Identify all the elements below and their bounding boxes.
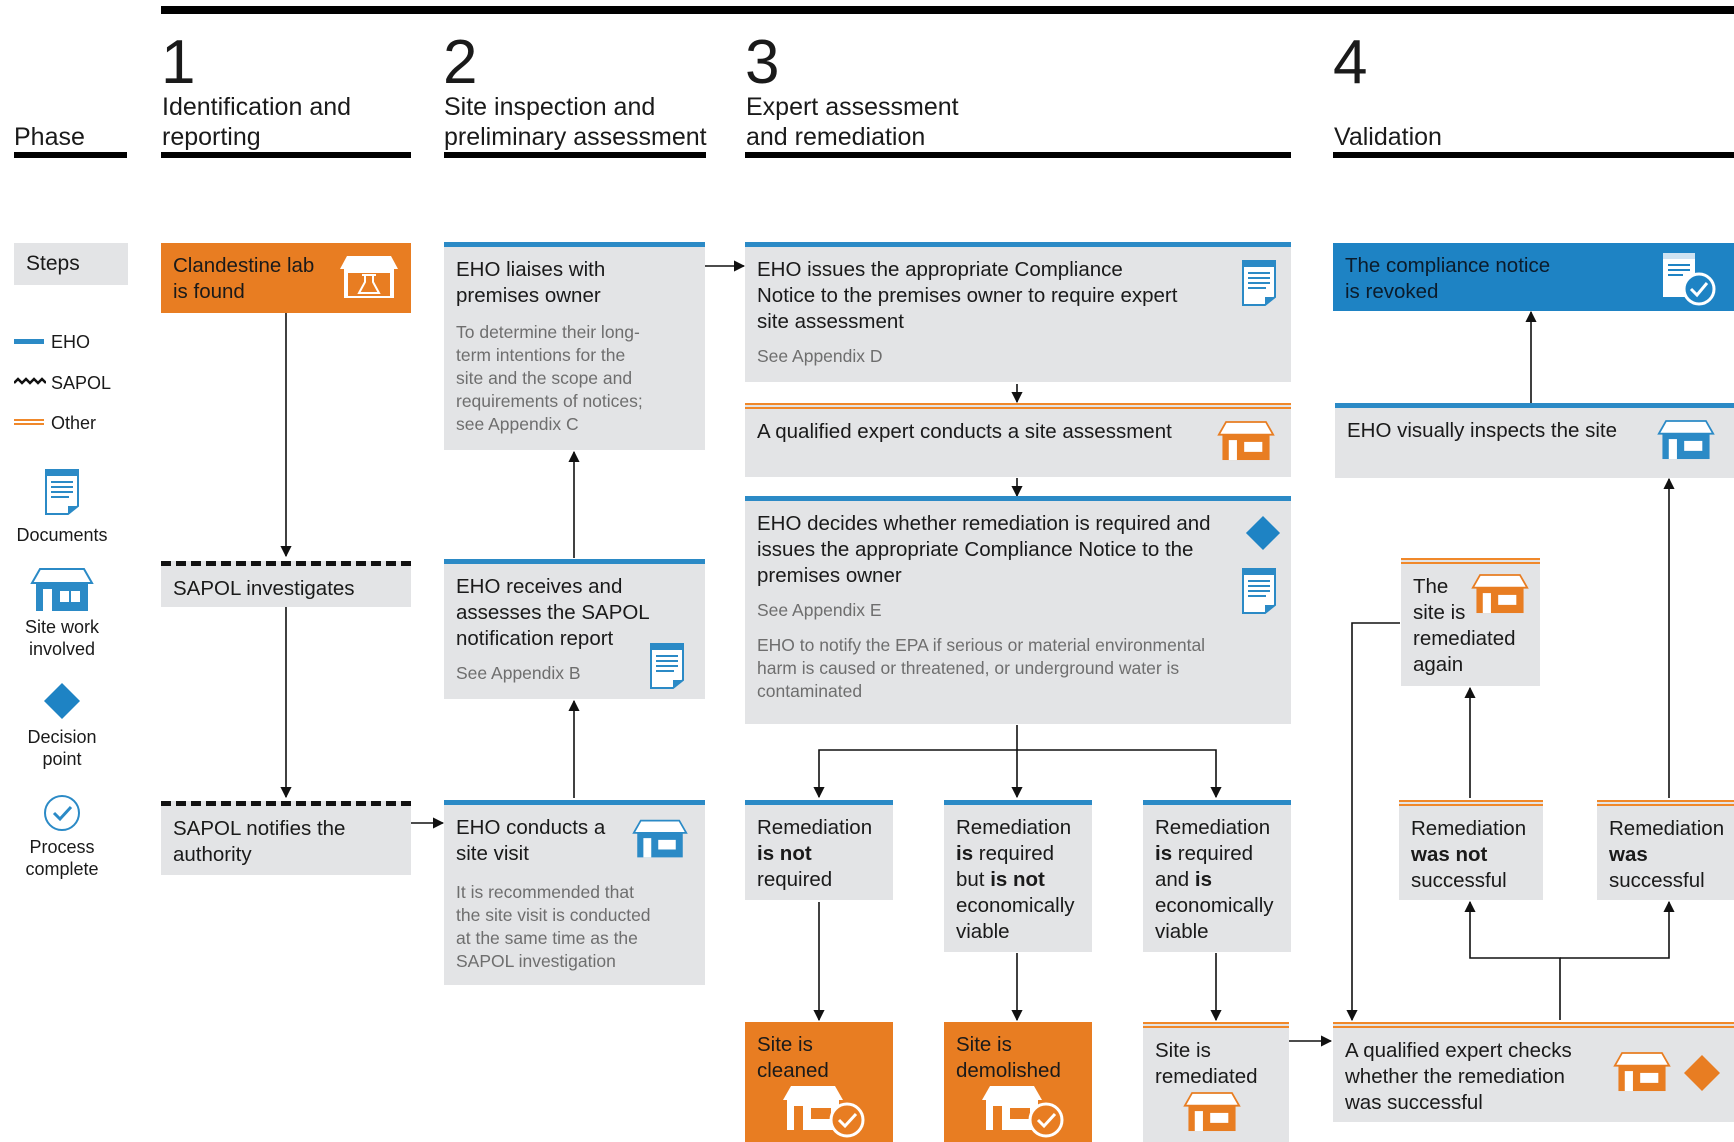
step-rem-not-viable-text: Remediation is required but is not econo… (956, 816, 1075, 943)
step-sapol-investigates: SAPOL investigates (161, 561, 411, 607)
document-icon (650, 643, 684, 689)
phase-label-rule (14, 152, 127, 158)
decision-icon (44, 683, 80, 719)
site-work-icon (632, 819, 688, 858)
legend-other: Other (51, 413, 97, 433)
step-rem-viable-text: Remediation is required and is economica… (1155, 816, 1274, 943)
legend-other-swatch (14, 419, 44, 425)
step-eho-issues-note: See Appendix D (757, 346, 883, 366)
step-rem-not-successful-text: Remediation was not successful (1411, 817, 1527, 892)
legend-eho-swatch (14, 339, 44, 344)
decision-icon (1684, 1055, 1720, 1091)
step-expert-assessment: A qualified expert conducts a site asses… (745, 403, 1291, 477)
step-eho-decides-text: EHO decides whether remediation is requi… (757, 512, 1211, 587)
site-work-icon (1183, 1092, 1241, 1132)
step-rem-successful: Remediation was successful (1597, 800, 1734, 900)
step-rem-successful-text: Remediation was successful (1609, 817, 1725, 892)
arrow-again-to-checks (1346, 622, 1400, 1022)
step-eho-inspects: EHO visually inspects the site (1335, 403, 1734, 478)
document-icon (1242, 260, 1276, 306)
phase-3-number: 3 (745, 28, 780, 97)
legend-steps: Steps (14, 243, 128, 285)
site-complete-icon (982, 1086, 1064, 1138)
phase-3-rule (745, 152, 1291, 158)
step-rem-not-successful: Remediation was not successful (1399, 800, 1543, 900)
step-rem-not-viable: Remediation is required but is not econo… (944, 800, 1092, 952)
phase-1-rule (161, 152, 411, 158)
site-work-icon (1657, 420, 1715, 460)
phase-2-rule (444, 152, 706, 158)
lab-icon (340, 256, 398, 298)
decision-icon (1245, 515, 1281, 551)
arrow-checks-to-successful (1560, 900, 1675, 959)
site-work-icon (1613, 1052, 1671, 1092)
document-icon (1242, 568, 1276, 614)
site-work-icon (1217, 421, 1275, 461)
document-complete-icon (1663, 253, 1716, 306)
site-work-icon (1471, 574, 1529, 614)
phase-1-number: 1 (161, 28, 196, 97)
step-sapol-investigates-text: SAPOL investigates (173, 577, 355, 600)
legend-sapol: SAPOL (51, 373, 112, 393)
step-eho-liaises-note: To determine their long-term intentions … (456, 322, 643, 434)
legend-eho: EHO (51, 332, 91, 352)
legend-sapol-swatch (14, 377, 46, 385)
step-eho-receives-note: See Appendix B (456, 663, 581, 683)
phase-2-number: 2 (443, 28, 478, 97)
phase-4-title: Validation (1334, 123, 1442, 151)
process-complete-icon (44, 795, 80, 831)
step-rem-not-required: Remediation is not required (745, 800, 893, 900)
step-expert-assessment-text: A qualified expert conducts a site asses… (757, 420, 1172, 443)
step-eho-decides-note: See Appendix E (757, 600, 882, 620)
site-complete-icon (783, 1086, 865, 1138)
arrow-decides-to-not-required (813, 749, 1017, 799)
step-rem-viable: Remediation is required and is economica… (1143, 800, 1291, 952)
legend-documents: Documents (16, 525, 108, 545)
top-rule (161, 6, 1734, 14)
step-eho-decides-epa-note: EHO to notify the EPA if serious or mate… (757, 635, 1206, 701)
phase-4-number: 4 (1333, 28, 1368, 97)
arrow-checks-to-not-successful (1464, 900, 1561, 1020)
step-eho-decides: EHO decides whether remediation is requi… (745, 496, 1291, 724)
document-icon (45, 469, 79, 515)
arrow-decides-to-viable (1017, 749, 1222, 799)
step-eho-inspects-text: EHO visually inspects the site (1347, 419, 1618, 442)
step-rem-not-required-text: Remediation is not required (757, 816, 873, 891)
phase-4-rule (1333, 152, 1734, 158)
site-work-icon (30, 568, 94, 611)
phase-label: Phase (14, 123, 85, 151)
